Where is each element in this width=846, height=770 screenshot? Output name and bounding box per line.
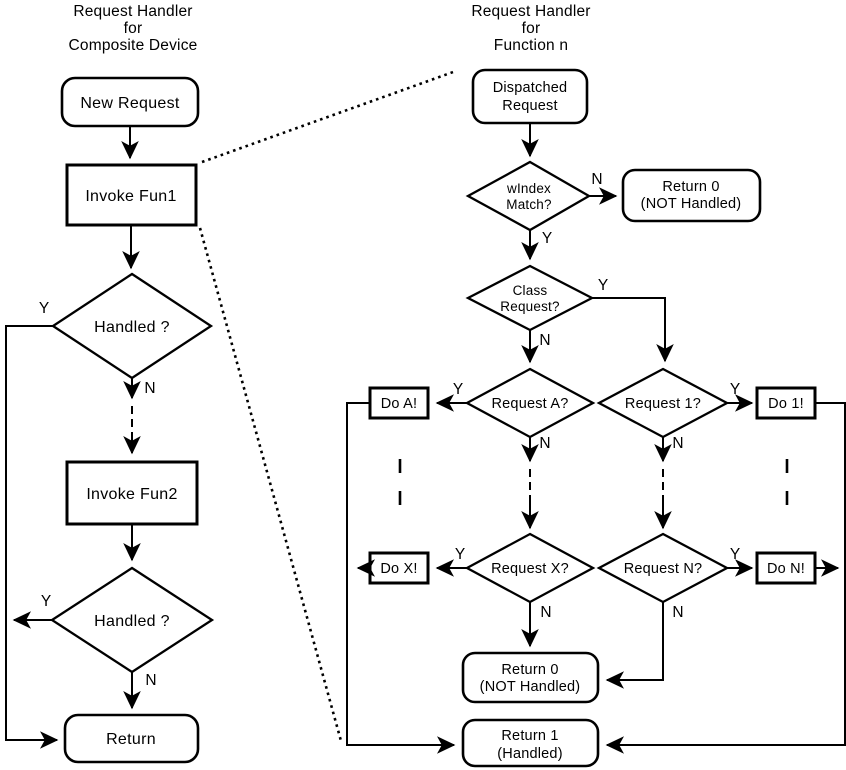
request-a-yes-label: Y bbox=[453, 381, 463, 398]
node-do-x: Do X! bbox=[368, 551, 430, 585]
node-invoke-fun1: Invoke Fun1 bbox=[65, 163, 198, 227]
left-title-line2: for bbox=[124, 20, 143, 37]
decision-request-1: Request 1? bbox=[596, 367, 730, 439]
decision-request-n: Request N? bbox=[596, 532, 730, 604]
do-1-label: Do 1! bbox=[768, 396, 804, 412]
node-dispatched-request: Dispatched Request bbox=[471, 68, 589, 125]
right-title-line1: Request Handler bbox=[471, 3, 590, 20]
right-title-line3: Function n bbox=[494, 37, 568, 54]
invoke-fun1-shape bbox=[65, 163, 198, 227]
decision-handled-2: Handled ? bbox=[49, 566, 215, 674]
edge-do-a-to-return1 bbox=[346, 402, 456, 754]
invoke-fun1-label: Invoke Fun1 bbox=[85, 188, 176, 205]
edge-do-1-to-return1 bbox=[605, 402, 846, 754]
function-n-flowchart: Request Handler for Function n Dispatche… bbox=[346, 3, 846, 768]
node-do-1: Do 1! bbox=[755, 386, 817, 420]
edge-request-n-no-to-return0 bbox=[605, 602, 664, 689]
request-n-no-label: N bbox=[672, 604, 683, 621]
request-n-label: Request N? bbox=[624, 561, 703, 577]
edge-class-yes-to-request1 bbox=[592, 297, 674, 363]
left-title-line1: Request Handler bbox=[73, 3, 192, 20]
request-x-yes-label: Y bbox=[455, 546, 465, 563]
return0-top-shape bbox=[621, 168, 762, 223]
dispatched-request-shape bbox=[471, 68, 589, 125]
return1-shape bbox=[461, 718, 600, 768]
do-a-label: Do A! bbox=[381, 396, 417, 412]
class-no-label: N bbox=[539, 332, 550, 349]
dispatched-request-line1: Dispatched bbox=[493, 80, 568, 96]
right-chart-title: Request Handler for Function n bbox=[471, 3, 590, 54]
left-chart-title: Request Handler for Composite Device bbox=[69, 3, 198, 54]
class-request-line1: Class bbox=[513, 283, 548, 298]
left-title-line3: Composite Device bbox=[69, 37, 198, 54]
node-invoke-fun2: Invoke Fun2 bbox=[65, 460, 199, 526]
composite-device-flowchart: Request Handler for Composite Device New… bbox=[5, 3, 215, 764]
node-return0-bottom: Return 0 (NOT Handled) bbox=[461, 651, 600, 704]
do-x-label: Do X! bbox=[380, 561, 417, 577]
decision-class-request: Class Request? bbox=[465, 264, 595, 332]
invoke-fun2-label: Invoke Fun2 bbox=[86, 486, 177, 503]
dispatched-request-line2: Request bbox=[502, 98, 557, 114]
return-shape bbox=[63, 713, 200, 764]
node-do-a: Do A! bbox=[368, 386, 430, 420]
new-request-label: New Request bbox=[80, 95, 180, 112]
return0-top-line1: Return 0 bbox=[662, 179, 719, 195]
return0-top-line2: (NOT Handled) bbox=[641, 196, 742, 212]
windex-no-label: N bbox=[591, 171, 602, 188]
do-a-shape bbox=[368, 386, 430, 420]
return0-bottom-shape bbox=[461, 651, 600, 704]
callout-dotted-line-top bbox=[201, 69, 457, 164]
invoke-fun2-shape bbox=[65, 460, 199, 526]
do-n-label: Do N! bbox=[767, 561, 805, 577]
node-return1: Return 1 (Handled) bbox=[461, 718, 600, 768]
return1-line2: (Handled) bbox=[497, 746, 562, 762]
handled1-yes-label: Y bbox=[39, 300, 49, 317]
class-request-shape bbox=[465, 264, 595, 332]
node-return: Return bbox=[63, 713, 200, 764]
request-1-no-label: N bbox=[672, 435, 683, 452]
request-x-no-label: N bbox=[540, 604, 551, 621]
callout-dotted-line-bottom bbox=[198, 227, 343, 742]
request-a-label: Request A? bbox=[492, 396, 569, 412]
windex-shape bbox=[465, 160, 592, 232]
edge-handled1-yes-to-return bbox=[5, 325, 59, 749]
class-yes-label: Y bbox=[598, 277, 608, 294]
node-do-n: Do N! bbox=[755, 551, 817, 585]
class-request-line2: Request? bbox=[500, 299, 559, 314]
do-1-shape bbox=[755, 386, 817, 420]
return0-bottom-line2: (NOT Handled) bbox=[480, 679, 581, 695]
return1-line1: Return 1 bbox=[501, 728, 558, 744]
request-x-label: Request X? bbox=[491, 561, 569, 577]
node-return0-top: Return 0 (NOT Handled) bbox=[621, 168, 762, 223]
do-n-shape bbox=[755, 551, 817, 585]
handled1-no-label: N bbox=[144, 380, 155, 397]
return0-bottom-line1: Return 0 bbox=[501, 662, 558, 678]
right-title-line2: for bbox=[522, 20, 541, 37]
request-n-yes-label: Y bbox=[730, 546, 740, 563]
handled1-label: Handled ? bbox=[94, 319, 170, 336]
request-1-yes-label: Y bbox=[730, 381, 740, 398]
windex-line2: Match? bbox=[506, 197, 551, 212]
decision-request-a: Request A? bbox=[464, 367, 596, 439]
return-label: Return bbox=[106, 731, 156, 748]
node-new-request: New Request bbox=[60, 76, 200, 128]
decision-windex-match: wIndex Match? bbox=[465, 160, 592, 232]
decision-request-x: Request X? bbox=[464, 532, 596, 604]
handled2-yes-label: Y bbox=[41, 593, 51, 610]
windex-line1: wIndex bbox=[506, 181, 551, 196]
request-a-no-label: N bbox=[539, 435, 550, 452]
handled2-label: Handled ? bbox=[94, 613, 170, 630]
windex-yes-label: Y bbox=[542, 230, 552, 247]
handled2-no-label: N bbox=[145, 672, 156, 689]
request-1-label: Request 1? bbox=[625, 396, 701, 412]
decision-handled-1: Handled ? bbox=[50, 272, 214, 380]
